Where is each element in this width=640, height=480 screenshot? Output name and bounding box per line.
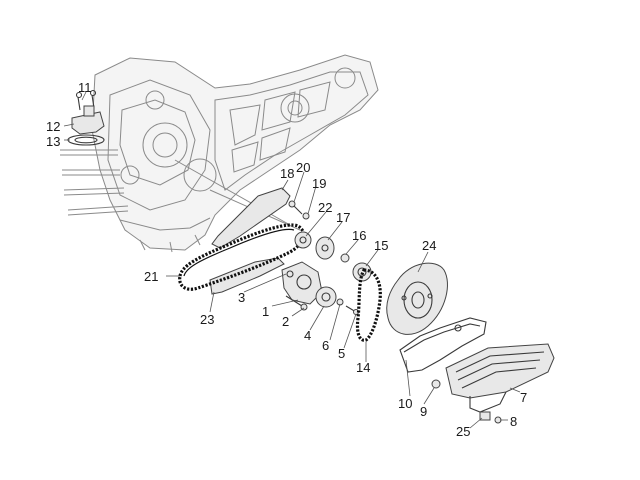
oil-sump-7 [431,343,555,413]
leader-lines [63,91,521,429]
callout-25: 25 [456,424,470,439]
callout-15: 15 [374,238,388,253]
callout-2: 2 [282,314,289,329]
callout-14: 14 [356,360,370,375]
callout-13: 13 [46,134,60,149]
callout-19: 19 [312,176,326,191]
callout-3: 3 [238,290,245,305]
disc-17 [315,236,335,260]
drain-plug-25 [479,411,502,424]
bracket-gasket-10 [399,317,487,373]
callout-23: 23 [200,312,214,327]
callout-20: 20 [296,160,310,175]
callout-24: 24 [422,238,436,253]
bolt-19-20 [288,200,310,220]
callout-labels: 11 12 13 18 20 19 22 17 16 15 24 21 3 1 … [46,80,527,439]
washer-16 [340,253,350,263]
callout-11: 11 [78,80,92,95]
callout-12: 12 [46,119,60,134]
callout-16: 16 [352,228,366,243]
callout-8: 8 [510,414,517,429]
callout-18: 18 [280,166,294,181]
sprocket-22 [294,231,312,249]
callout-10: 10 [398,396,412,411]
callout-1: 1 [262,304,269,319]
washer-6-5 [336,298,359,315]
pump-sprocket-4 [315,286,337,308]
callout-7: 7 [520,390,527,405]
callout-5: 5 [338,346,345,361]
callout-22: 22 [318,200,332,215]
engine-crankcase [60,54,379,253]
callout-17: 17 [336,210,350,225]
callout-21: 21 [144,269,158,284]
callout-9: 9 [420,404,427,419]
pump-chain [355,268,382,342]
cover-assembly [67,89,105,146]
callout-6: 6 [322,338,329,353]
callout-4: 4 [304,328,311,343]
cover-plate-24 [386,262,448,335]
